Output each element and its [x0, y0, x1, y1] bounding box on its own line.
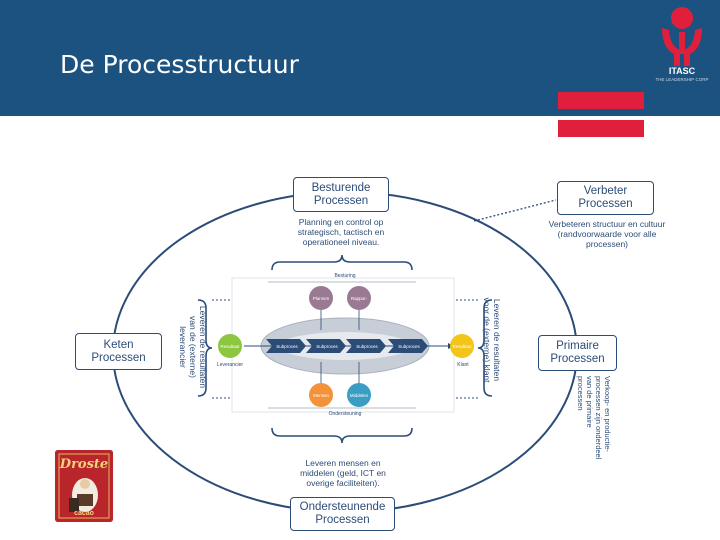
middelen-circle	[347, 383, 371, 407]
klant-label: Klant	[457, 362, 469, 368]
primaire-processen-box: Primaire Processen	[538, 335, 617, 371]
itasc-logo-icon	[662, 7, 702, 66]
brace-bottom	[271, 427, 413, 444]
subproces-chevron-3	[346, 339, 386, 353]
subproces-chevron-1	[266, 339, 306, 353]
brace-top	[271, 254, 413, 271]
brace-right	[477, 299, 493, 397]
ondersteuning-label: Ondersteuning	[328, 411, 362, 417]
red-accent-bar-top	[558, 92, 644, 109]
resultaat-in-circle	[218, 334, 242, 358]
rapporteren-label: Rappor-	[350, 296, 368, 301]
verbeter-dotted-link	[473, 199, 557, 222]
red-accent-bar-bottom	[558, 120, 644, 137]
middelen-label: Middelen	[349, 393, 369, 398]
subproces-chevron-4	[388, 339, 428, 353]
subproces-label-3: Subproces	[356, 344, 378, 349]
logo-wordmark: ITASC	[668, 66, 696, 76]
droste-cacao-image: Droste cacao	[55, 450, 113, 522]
plannen-circle	[309, 286, 333, 310]
subproces-label-4: Subproces	[398, 344, 420, 349]
keten-processen-box: Keten Processen	[75, 333, 162, 370]
slide-title: De Processtructuur	[60, 50, 299, 79]
verkoop-note: Verkoop- en productie- processen zijn on…	[576, 376, 612, 460]
rapporteren-circle	[347, 286, 371, 310]
leverancier-label: Leverancier	[216, 362, 244, 368]
subproces-label-2: Subproces	[316, 344, 338, 349]
subproces-label-1: Subproces	[276, 344, 298, 349]
cacao-label: cacao	[74, 510, 94, 517]
leveren-mensen-note: Leveren mensen en middelen (geld, ICT en…	[300, 458, 386, 488]
subproces-chevron-2	[306, 339, 346, 353]
brace-left	[197, 299, 213, 397]
verbeteren-note: Verbeteren structuur en cultuur (randvoo…	[548, 219, 666, 249]
besturing-label: Besturing	[334, 273, 356, 279]
resultaat-out-label: Resultaat	[452, 344, 472, 349]
besturende-processen-box: Besturende Processen	[293, 177, 389, 212]
droste-brand: Droste	[59, 457, 109, 472]
verbeter-processen-box: Verbeter Processen	[557, 181, 654, 215]
leveren-leverancier-note: Leveren de resultaten van de (externe) l…	[178, 305, 208, 389]
mensen-circle	[309, 383, 333, 407]
plannen-label: Plannen	[312, 296, 330, 301]
ondersteunende-processen-box: Ondersteunende Processen	[290, 497, 395, 531]
mensen-label: Mensen	[312, 393, 329, 398]
logo-tagline: THE LEADERSHIP CORP	[655, 77, 709, 82]
planning-note: Planning en control op strategisch, tact…	[297, 217, 385, 247]
resultaat-in-label: Resultaat	[220, 344, 240, 349]
leveren-klant-note: Leveren de resultaten voor de (externe) …	[482, 297, 502, 383]
resultaat-out-circle	[450, 334, 474, 358]
